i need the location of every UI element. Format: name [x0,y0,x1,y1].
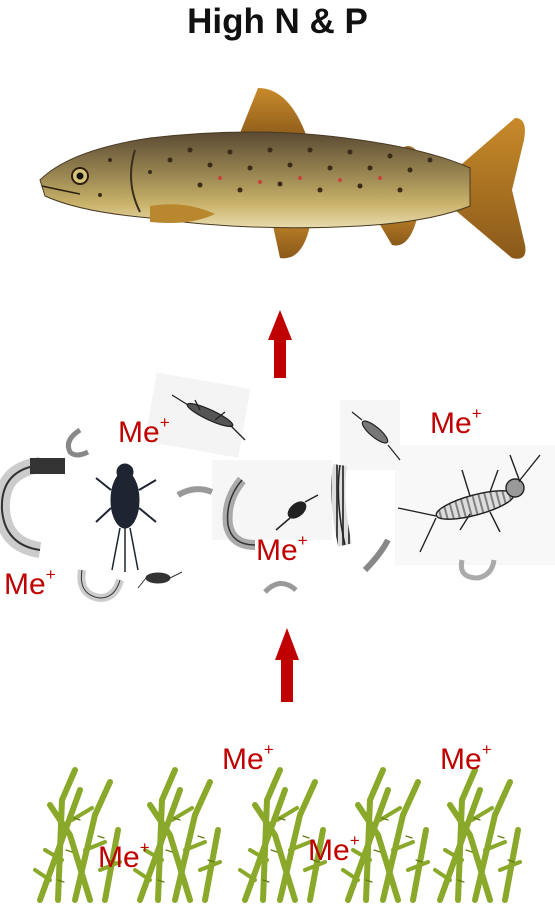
metal-ion-label: Me+ [222,745,274,775]
up-arrow-icon [268,310,292,378]
metal-ion-label: Me+ [308,836,360,866]
up-arrow-icon [275,628,299,702]
metal-ion-label: Me+ [440,745,492,775]
filamentous-algae-icons [35,770,520,900]
metal-ion-label: Me+ [256,536,308,566]
metal-ion-label: Me+ [118,418,170,448]
metal-ion-label: Me+ [430,409,482,439]
metal-ion-label: Me+ [98,843,150,873]
metal-ion-label: Me+ [4,570,56,600]
brown-trout-icon [40,88,525,259]
